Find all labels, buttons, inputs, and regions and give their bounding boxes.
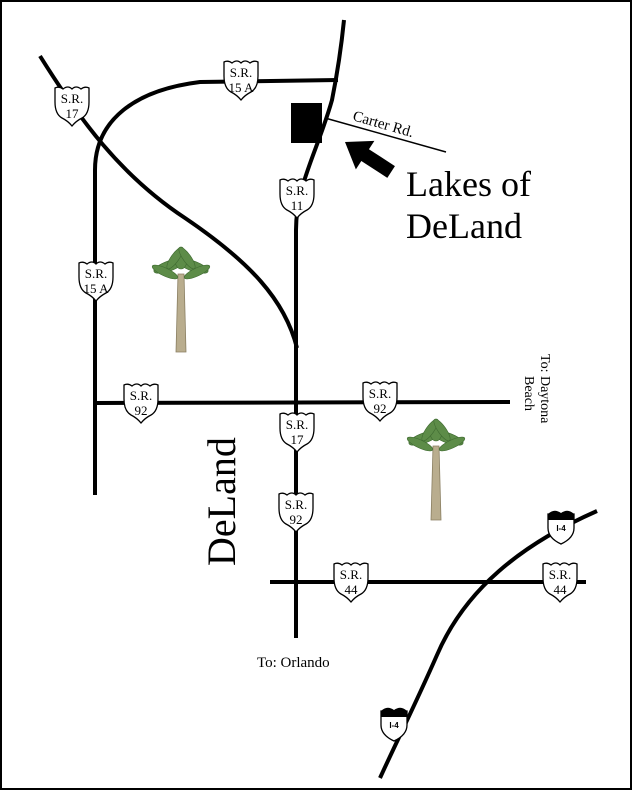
state-road-shield-icon: S.R.92 — [123, 383, 159, 425]
shield-line1: S.R. — [230, 65, 252, 80]
shield-line1: S.R. — [61, 91, 83, 106]
interstate-label: I-4 — [556, 524, 566, 533]
state-road-shield-icon: S.R.17 — [279, 412, 315, 454]
road-sr92 — [94, 400, 511, 405]
shield-line1: S.R. — [369, 386, 391, 401]
shield-line2: 17 — [291, 432, 305, 447]
shield-line2: 92 — [135, 403, 148, 418]
state-road-shield-icon: S.R.11 — [279, 178, 315, 220]
shield-line1: S.R. — [285, 497, 307, 512]
city-label-deland: DeLand — [199, 437, 244, 566]
shield-line2: 92 — [290, 512, 303, 527]
shield-line1: S.R. — [85, 266, 107, 281]
state-road-shield-icon: S.R.15 A — [223, 60, 259, 102]
state-road-shields: S.R.17S.R.15 AS.R.11S.R.15 AS.R.92S.R.92… — [54, 60, 578, 604]
state-road-shield-icon: S.R.17 — [54, 86, 90, 128]
interstate-shield-icon: I-4 — [547, 510, 575, 545]
shield-line1: S.R. — [340, 567, 362, 582]
shield-line2: 15 A — [229, 80, 255, 95]
shield-line2: 15 A — [84, 281, 110, 296]
to-orlando-label: To: Orlando — [257, 655, 330, 671]
state-road-shield-icon: S.R.44 — [333, 562, 369, 604]
state-road-shield-icon: S.R.15 A — [78, 261, 114, 303]
shield-line1: S.R. — [130, 388, 152, 403]
shield-line1: S.R. — [286, 417, 308, 432]
state-road-shield-icon: S.R.92 — [362, 381, 398, 423]
shield-line1: S.R. — [549, 567, 571, 582]
destination-title-line1: Lakes of — [406, 164, 531, 204]
to-daytona-line2: Beach — [521, 376, 536, 411]
interstate-shield-icon: I-4 — [380, 707, 408, 742]
shield-line2: 92 — [374, 401, 387, 416]
interstate-shields: I-4I-4 — [380, 510, 575, 742]
to-daytona-line1: To: Daytona — [537, 354, 552, 424]
road-sr15a-north — [93, 78, 339, 495]
shield-line2: 44 — [554, 582, 568, 597]
destination-marker-icon — [291, 103, 322, 143]
interstate-label: I-4 — [389, 721, 399, 730]
shield-line1: S.R. — [286, 183, 308, 198]
shield-line2: 17 — [66, 106, 80, 121]
destination-title-line2: DeLand — [406, 206, 522, 246]
shield-line2: 11 — [291, 198, 304, 213]
arrow-icon — [345, 140, 395, 178]
palm-tree-icon — [406, 418, 466, 521]
palm-tree-icon — [151, 246, 211, 353]
state-road-shield-icon: S.R.44 — [542, 562, 578, 604]
road-carter — [324, 117, 447, 153]
shield-line2: 44 — [345, 582, 359, 597]
state-road-shield-icon: S.R.92 — [278, 492, 314, 534]
